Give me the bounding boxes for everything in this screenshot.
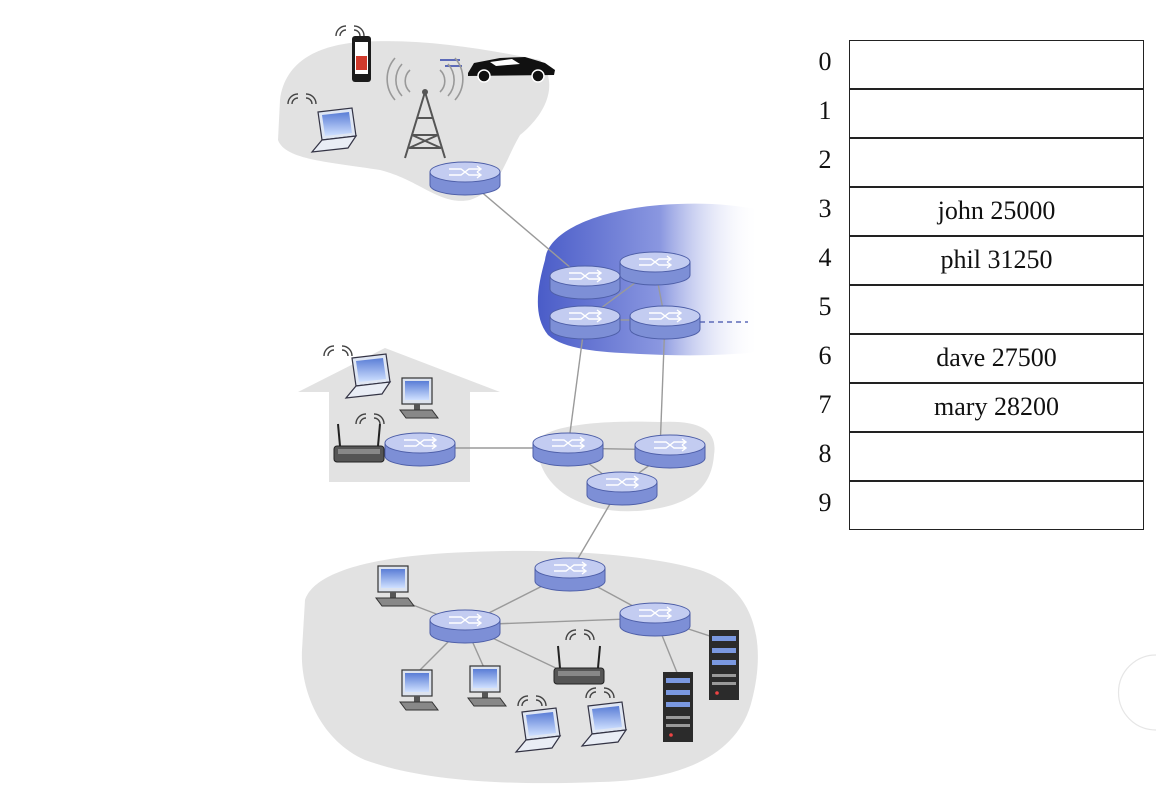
- regional-router: [532, 432, 604, 467]
- desktop-computer-icon: [399, 669, 439, 711]
- slot-cell: [849, 481, 1144, 530]
- slot-cell: [849, 138, 1144, 187]
- slot-cell: dave 27500: [849, 334, 1144, 383]
- enterprise-router: [619, 602, 691, 637]
- slot-index: 1: [818, 96, 832, 125]
- core-router: [619, 251, 691, 286]
- desktop-computer-icon: [467, 665, 507, 707]
- slot-index: 3: [818, 194, 832, 223]
- core-router: [629, 305, 701, 340]
- home-router: [384, 432, 456, 467]
- enterprise-router: [534, 557, 606, 592]
- slot-index: 2: [818, 145, 832, 174]
- slot-index: 0: [818, 47, 832, 76]
- slot-index: 4: [818, 243, 832, 272]
- edge-circle: [1117, 654, 1156, 731]
- desktop-computer-icon: [375, 565, 415, 607]
- slot-index: 6: [818, 341, 832, 370]
- core-router: [549, 305, 621, 340]
- wireless-signal-icon: [335, 25, 365, 37]
- slot-index: 9: [818, 488, 832, 517]
- smartphone-icon: [352, 36, 371, 82]
- slot-cell: phil 31250: [849, 236, 1144, 285]
- cell-tower-icon: [386, 57, 464, 159]
- enterprise-router: [429, 609, 501, 644]
- regional-router: [634, 434, 706, 469]
- server-icon: [709, 630, 739, 700]
- slot-cell: mary 28200: [849, 383, 1144, 432]
- slot-index: 7: [818, 390, 832, 419]
- slot-cell: [849, 89, 1144, 138]
- slot-cell: [849, 40, 1144, 89]
- car-icon: [440, 57, 555, 83]
- slot-index: 8: [818, 439, 832, 468]
- server-icon: [663, 672, 693, 742]
- mobile-router: [429, 161, 501, 196]
- regional-router: [586, 471, 658, 506]
- slot-cell: [849, 432, 1144, 481]
- desktop-computer-icon: [399, 377, 439, 419]
- slot-cell: john 25000: [849, 187, 1144, 236]
- core-router: [549, 265, 621, 300]
- slot-cell: [849, 285, 1144, 334]
- wireless-signal-icon: [323, 345, 353, 357]
- slot-index: 5: [818, 292, 832, 321]
